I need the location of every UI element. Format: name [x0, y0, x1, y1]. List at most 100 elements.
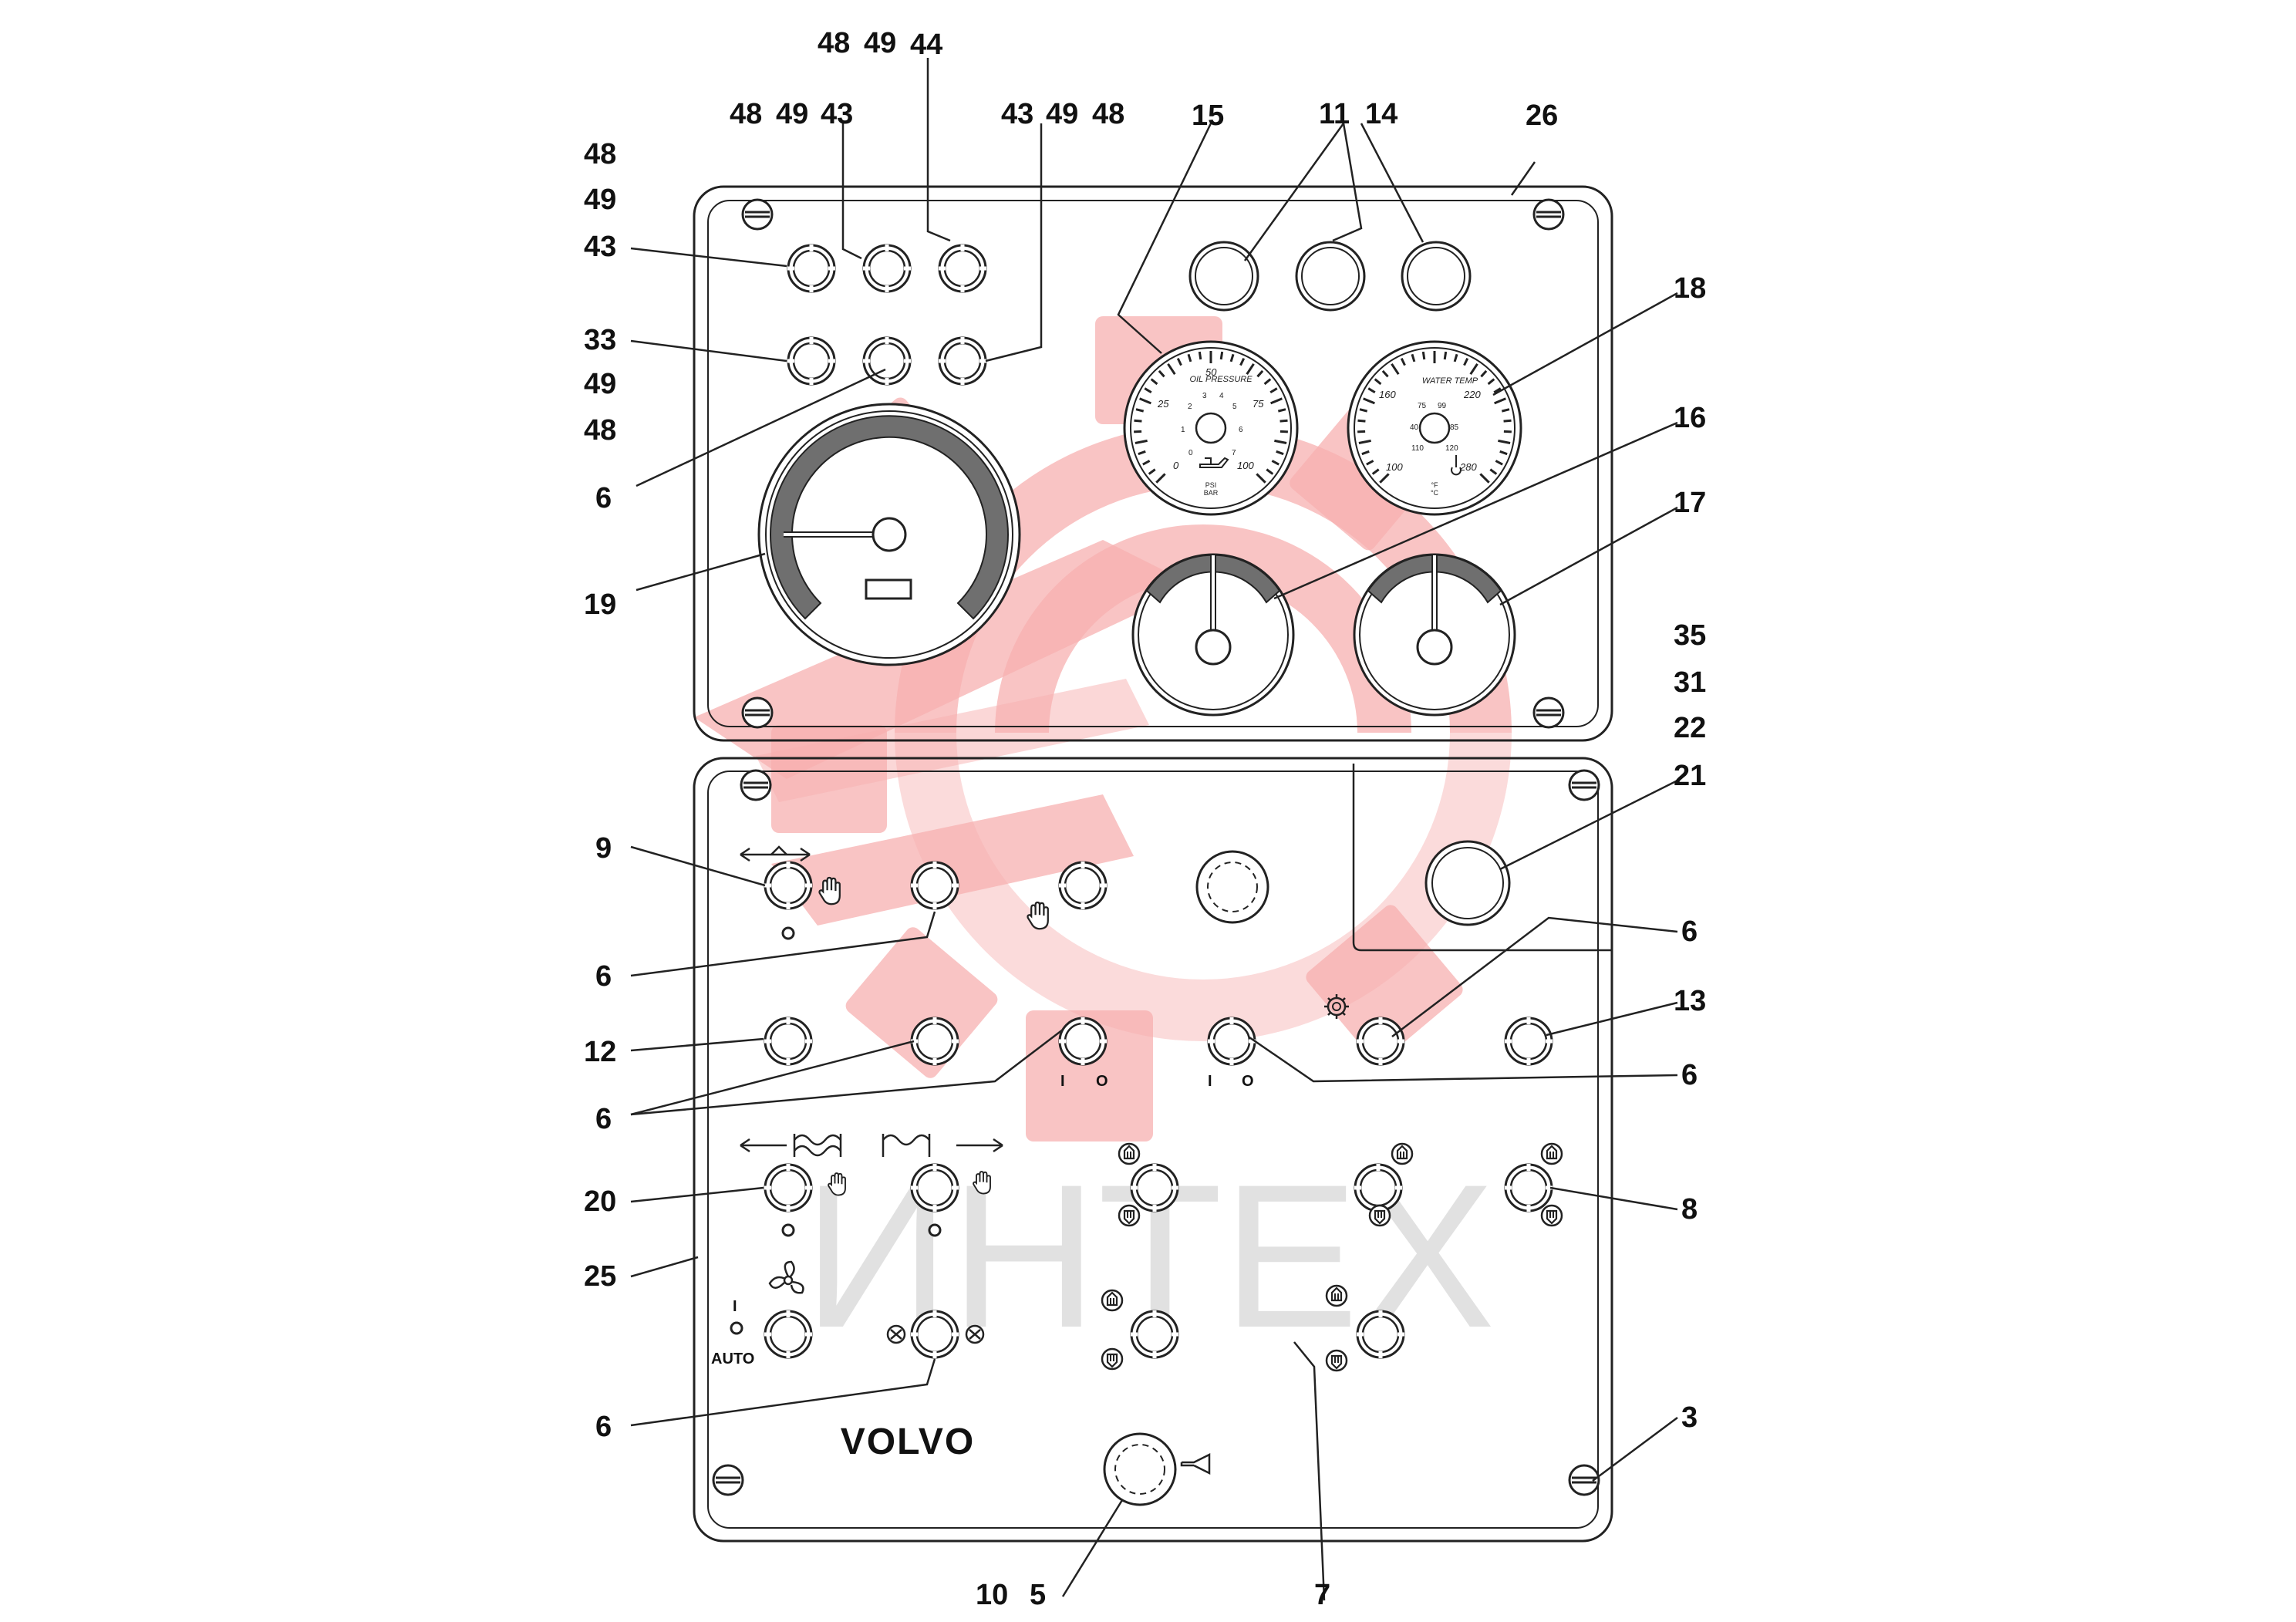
raise-lower-switch-a[interactable]	[1131, 1164, 1178, 1212]
indicator-lamp-a[interactable]	[1188, 241, 1259, 312]
warning-lamp-1[interactable]	[787, 244, 835, 292]
switch-row1-c[interactable]	[1059, 862, 1107, 909]
temp-scale-160: 160	[1379, 389, 1396, 400]
temp-ticks-tick	[1469, 363, 1478, 375]
callout-48-top: 48	[818, 27, 850, 59]
oil-ticks-tick	[1271, 460, 1279, 466]
raise-lower-switch-e[interactable]	[1357, 1310, 1404, 1358]
emergency-stop-button[interactable]	[1195, 850, 1269, 924]
temp-unit-f: °F	[1431, 481, 1438, 489]
water-temp-gauge: WATER TEMP 100 160 220 280 40 75 99 85 1…	[1347, 340, 1522, 516]
oil-ticks-tick	[1144, 387, 1152, 394]
oil-inner-3: 3	[1202, 392, 1207, 400]
callout-49-b: 49	[776, 98, 808, 130]
temperature-gauge-2	[1353, 553, 1516, 717]
oil-ticks-tick	[1256, 473, 1266, 484]
callout-8: 8	[1681, 1193, 1698, 1226]
temp-scale-280: 280	[1459, 461, 1477, 473]
temp-ticks-tick	[1366, 460, 1374, 466]
volvo-logo: VOLVO	[841, 1421, 975, 1462]
upper-panel-outline	[693, 185, 1613, 742]
temp-ticks-tick	[1379, 473, 1390, 484]
switch-row2-f[interactable]	[1505, 1017, 1553, 1065]
temp-scale-100: 100	[1386, 461, 1403, 473]
upper-screw-tl	[741, 198, 774, 231]
raise-lower-switch-d[interactable]	[1131, 1310, 1178, 1358]
oil-scale-0: 0	[1173, 460, 1179, 471]
raise-lower-switch-b[interactable]	[1354, 1164, 1402, 1212]
warning-lamp-3[interactable]	[939, 244, 986, 292]
indicator-lamp-b[interactable]	[1295, 241, 1366, 312]
temp-scale-220: 220	[1463, 389, 1481, 400]
switch-2-off-glyph: O	[1242, 1073, 1254, 1090]
warning-lamp-4[interactable]	[787, 337, 835, 385]
water-temp-caption: WATER TEMP	[1422, 376, 1478, 386]
oil-scale-50: 50	[1205, 366, 1217, 378]
temp-ticks-tick	[1487, 378, 1495, 386]
temp-ticks-tick	[1358, 439, 1371, 444]
fan-auto-switch[interactable]	[764, 1310, 812, 1358]
temp-ticks-tick	[1391, 363, 1400, 375]
temp-ticks-tick	[1374, 378, 1382, 386]
temp-ticks-tick	[1489, 468, 1498, 475]
warning-lamp-5[interactable]	[863, 337, 911, 385]
oil-ticks-tick	[1279, 419, 1288, 423]
indicator-lamp-c[interactable]	[1401, 241, 1472, 312]
temp-ticks-tick	[1494, 397, 1506, 405]
switch-2-on-glyph: I	[1208, 1073, 1212, 1090]
conveyor-left-switch[interactable]	[764, 1164, 812, 1212]
switch-row1-b[interactable]	[911, 862, 959, 909]
shift-direction-switch[interactable]	[764, 862, 812, 909]
raise-icon-c	[1540, 1142, 1563, 1165]
switch-row2-a[interactable]	[764, 1017, 812, 1065]
temp-ticks-tick	[1493, 387, 1502, 394]
oil-ticks-tick	[1269, 387, 1278, 394]
raise-icon-d	[1101, 1289, 1124, 1312]
lower-screw-tr	[1568, 769, 1600, 801]
lower-screw-bl	[712, 1464, 744, 1496]
temp-inner-120: 120	[1445, 444, 1458, 453]
oil-unit-psi: PSI	[1205, 481, 1217, 489]
coupling-switch[interactable]	[911, 1310, 959, 1358]
callout-6-left-b: 6	[595, 960, 612, 993]
oil-ticks-tick	[1167, 363, 1176, 375]
callout-6-left-a: 6	[595, 482, 612, 514]
preheat-switch[interactable]	[1357, 1017, 1404, 1065]
temp-ticks-tick	[1400, 357, 1406, 366]
temp-ticks-tick	[1495, 460, 1503, 466]
callout-48-c: 48	[1092, 98, 1124, 130]
callout-49-top: 49	[864, 27, 896, 59]
switch-row2-b[interactable]	[911, 1017, 959, 1065]
bracket-line	[1352, 764, 1612, 952]
water-temp-hub	[1418, 412, 1451, 444]
temp-ticks-tick	[1479, 473, 1490, 484]
fan-on-glyph: I	[733, 1298, 737, 1315]
start-button[interactable]	[1424, 840, 1511, 926]
horn-button[interactable]	[1103, 1432, 1177, 1506]
callout-49-left: 49	[584, 184, 616, 216]
temp-inner-85: 85	[1450, 423, 1459, 432]
oil-ticks-tick	[1256, 369, 1264, 378]
conveyor-right-switch[interactable]	[911, 1164, 959, 1212]
temp-ticks-tick	[1421, 351, 1426, 360]
callout-21: 21	[1674, 760, 1706, 792]
temp-ticks-tick	[1367, 387, 1376, 394]
raise-lower-switch-c[interactable]	[1505, 1164, 1553, 1212]
on-off-switch-2[interactable]	[1208, 1017, 1256, 1065]
temp-inner-110: 110	[1411, 444, 1424, 453]
warning-lamp-2[interactable]	[863, 244, 911, 292]
temp-inner-75: 75	[1418, 402, 1427, 410]
wave-right-arrow-icon	[882, 1134, 1003, 1157]
oil-ticks-tick	[1139, 397, 1151, 405]
fan-auto-label: AUTO	[711, 1351, 754, 1367]
warning-lamp-6[interactable]	[939, 337, 986, 385]
lower-screw-tl	[740, 769, 772, 801]
lower-icon-e	[1325, 1349, 1348, 1372]
temp-ticks-tick	[1463, 357, 1469, 366]
oil-inner-1: 1	[1181, 426, 1185, 434]
callout-7: 7	[1314, 1579, 1330, 1611]
on-off-switch-1[interactable]	[1059, 1017, 1107, 1065]
oil-inner-2: 2	[1188, 403, 1192, 411]
temperature-gauge-2-hub	[1416, 629, 1453, 666]
